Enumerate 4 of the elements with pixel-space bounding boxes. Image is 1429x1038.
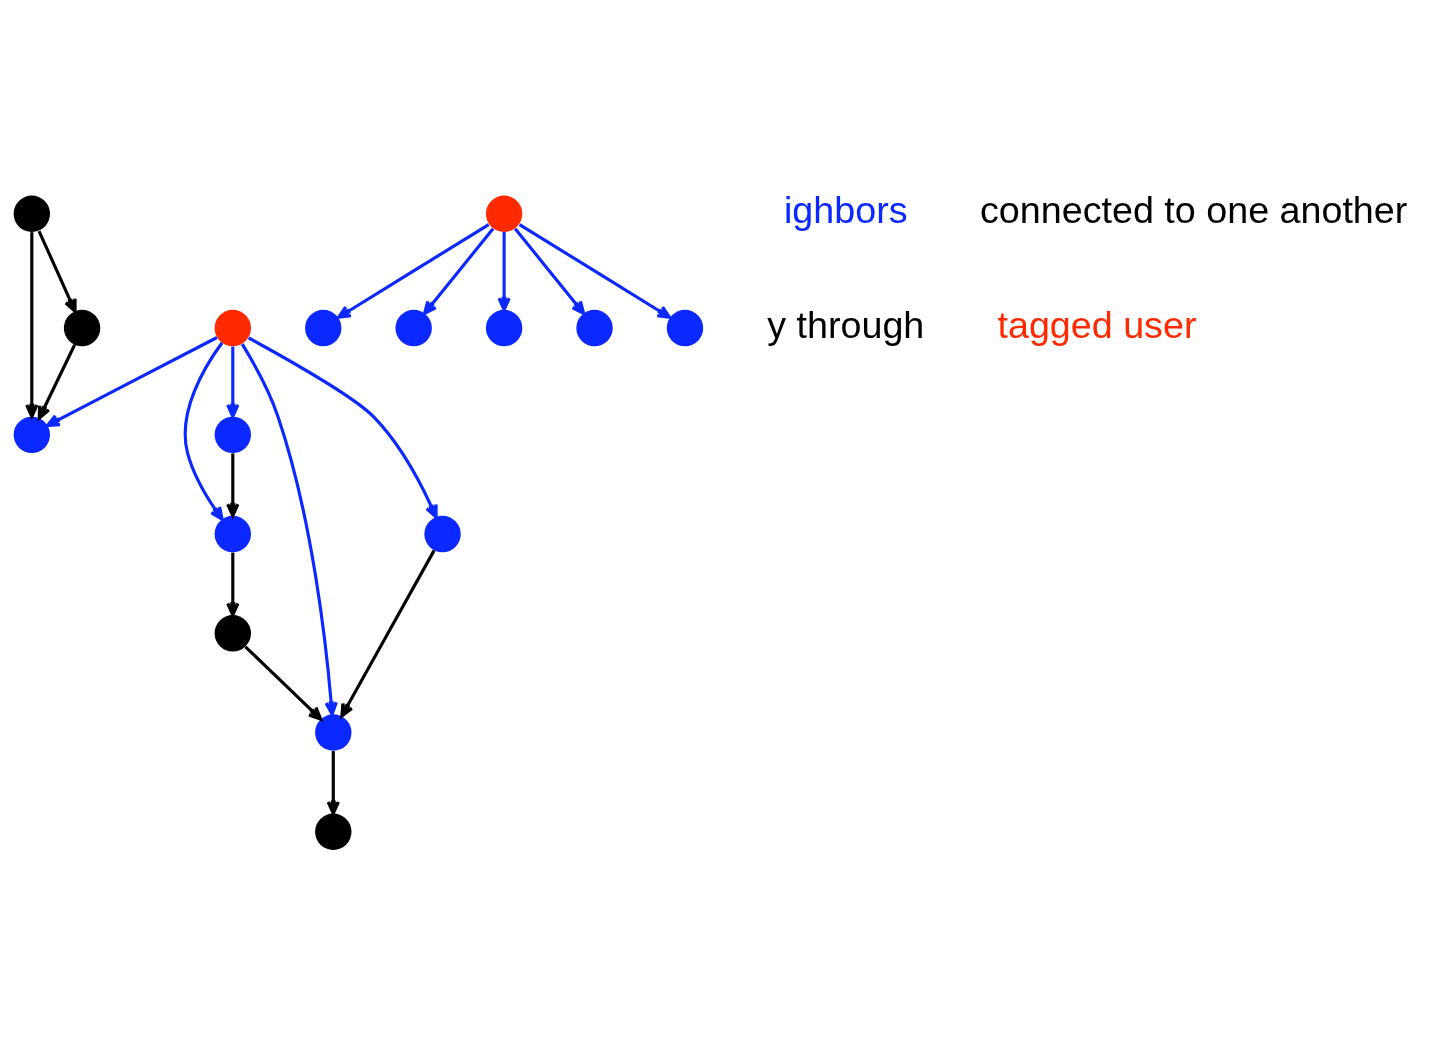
label: connected to one another: [980, 189, 1408, 232]
label: ighbors: [783, 189, 908, 232]
label: tagged user: [997, 303, 1197, 346]
label: y through: [767, 303, 925, 346]
